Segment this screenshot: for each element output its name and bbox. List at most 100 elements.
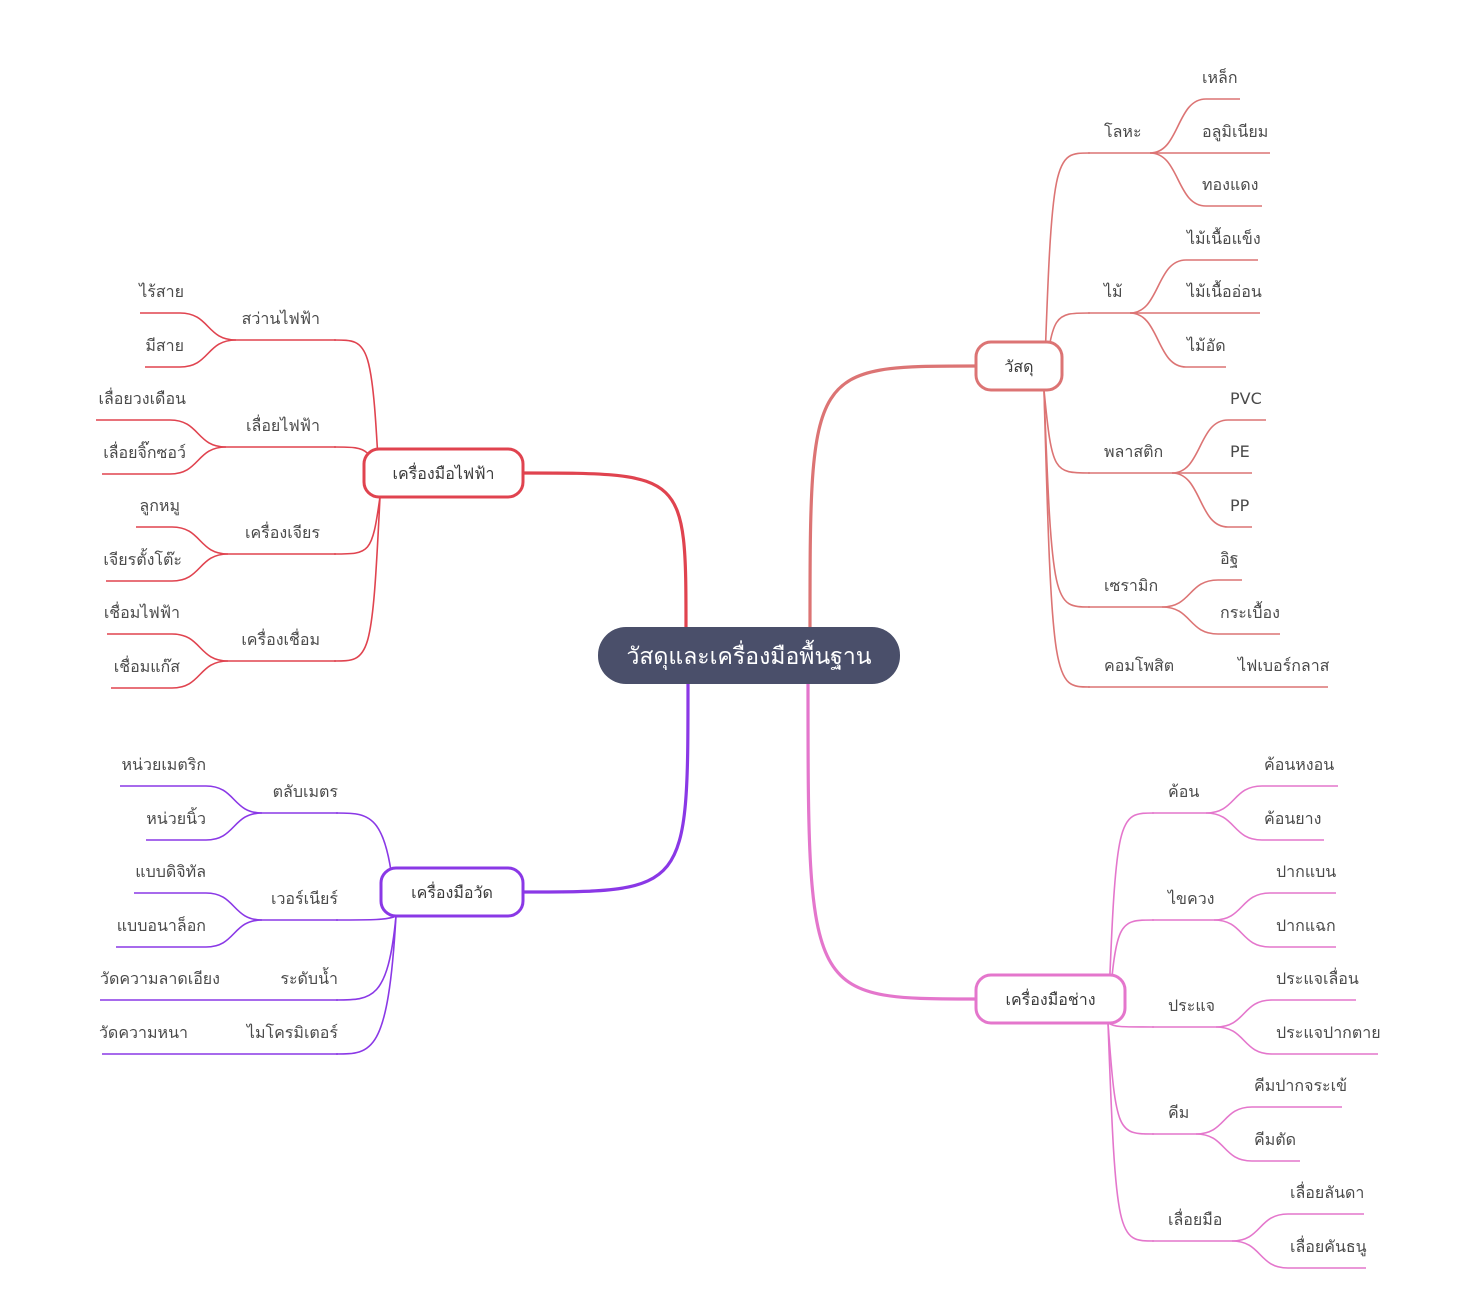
leaf-topic-label: ประแจปากตาย (1276, 1023, 1381, 1042)
leaf-topic-label: แบบดิจิทัล (135, 862, 206, 881)
leaf-link (1161, 606, 1280, 635)
leaf-link (1205, 812, 1324, 841)
leaf-link (1215, 1026, 1378, 1055)
sub-topic-label: พลาสติก (1104, 442, 1163, 461)
main-topic-box[interactable] (362, 447, 525, 499)
leaf-topic-label: เลื่อยวงเดือน (99, 387, 187, 408)
leaf-topic-label: เลื่อยคันธนู (1290, 1235, 1367, 1257)
sub-topic-label: โลหะ (1104, 122, 1142, 141)
branch-sub-link (335, 915, 397, 1055)
leaf-link (106, 553, 229, 582)
branch-sub-link (1107, 1022, 1155, 1135)
leaf-topic-label: คีมปากจระเข้ (1254, 1076, 1347, 1095)
leaf-topic-label: หน่วยเมตริก (121, 755, 206, 774)
leaf-topic-label: วัดความลาดเอียง (100, 969, 220, 988)
leaf-link (1231, 1240, 1366, 1269)
sub-topic-label: ไมโครมิเตอร์ (245, 1023, 339, 1042)
sub-topic-label: ประแจ (1168, 996, 1215, 1015)
sub-topic-label: ค้อน (1168, 782, 1199, 801)
leaf-topic-label: ลูกหมู (139, 496, 180, 516)
leaf-link (1195, 1106, 1342, 1135)
sub-topic-label: ไขควง (1166, 889, 1214, 908)
leaf-topic-label: หน่วยนิ้ว (146, 807, 206, 828)
leaf-link (1161, 579, 1242, 608)
sub-topic-label: ตลับเมตร (273, 782, 339, 801)
sub-topic-label: เครื่องเชื่อม (241, 628, 320, 649)
leaf-link (1171, 419, 1266, 474)
central-topic-label: วัสดุและเครื่องมือพื้นฐาน (627, 640, 872, 670)
leaf-link (136, 526, 229, 555)
leaf-topic-label: ไม้เนื้ออ่อน (1185, 280, 1262, 301)
branch-sub-link (333, 496, 381, 555)
leaf-topic-label: PVC (1230, 389, 1262, 408)
leaf-topic-label: เจียรตั้งโต๊ะ (103, 548, 182, 569)
sub-topic-label: เครื่องเจียร (245, 521, 320, 542)
leaf-link (1231, 1213, 1364, 1242)
leaf-link (107, 633, 229, 662)
main-topic-label: เครื่องมือไฟฟ้า (392, 462, 494, 483)
leaf-topic-label: อลูมิเนียม (1202, 122, 1268, 142)
leaf-link (1195, 1133, 1300, 1162)
leaf-topic-label: PE (1230, 442, 1250, 461)
leaf-topic-label: ค้อนหงอน (1264, 755, 1334, 774)
main-topic-box[interactable] (974, 973, 1127, 1025)
root-branch-link (808, 364, 977, 631)
sub-topic-label: เวอร์เนียร์ (271, 889, 338, 908)
leaf-topic-label: ไฟเบอร์กลาส (1236, 656, 1330, 675)
sub-topic-label: สว่านไฟฟ้า (242, 309, 320, 328)
branch-sub-link (1107, 812, 1155, 1024)
leaf-topic-label: กระเบื้อง (1220, 601, 1280, 622)
leaf-topic-label: เลื่อยลันดา (1290, 1181, 1364, 1202)
leaf-link (96, 419, 227, 448)
leaf-link (134, 892, 263, 921)
leaf-topic-label: ไม้อัด (1185, 336, 1226, 355)
sub-topic-label: เลื่อยไฟฟ้า (246, 414, 320, 435)
branch-sub-link (335, 915, 397, 921)
leaf-topic-label: ประแจเลื่อน (1276, 967, 1359, 988)
main-topic-label: วัสดุ (1004, 357, 1033, 377)
main-topic-box[interactable] (974, 340, 1064, 392)
branch-sub-link (1107, 1022, 1155, 1242)
branch-sub-link (333, 496, 381, 662)
leaf-topic-label: ปากแบน (1276, 862, 1336, 881)
leaf-link (1171, 472, 1252, 528)
leaf-topic-label: เชื่อมแก๊ส (114, 655, 180, 676)
leaf-topic-label: PP (1230, 496, 1250, 515)
main-topic-label: เครื่องมือช่าง (1006, 988, 1096, 1009)
branch-sub-link (1043, 389, 1091, 474)
branch-sub-link (1043, 389, 1091, 688)
branch-sub-link (335, 915, 397, 1001)
leaf-topic-label: วัดความหนา (99, 1023, 188, 1042)
root-branch-link (806, 682, 977, 1001)
leaf-link (145, 339, 237, 368)
leaf-link (1205, 785, 1338, 814)
leaf-link (111, 660, 229, 689)
leaf-link (1149, 152, 1262, 207)
leaf-topic-label: ไร้สาย (137, 282, 184, 301)
leaf-topic-label: อิฐ (1220, 549, 1238, 568)
leaf-link (120, 785, 263, 814)
central-topic-box[interactable] (598, 627, 900, 684)
main-topic-label: เครื่องมือวัด (411, 881, 493, 902)
sub-topic-label: คอมโพสิต (1104, 656, 1174, 675)
branch-sub-link (1043, 152, 1091, 391)
leaf-topic-label: เหล็ก (1202, 67, 1238, 87)
leaf-link (1149, 98, 1240, 154)
main-topic-box[interactable] (379, 866, 525, 918)
leaf-link (102, 446, 227, 475)
leaf-link (1213, 919, 1336, 948)
sub-topic-label: ระดับน้ำ (280, 967, 338, 988)
leaf-link (1213, 892, 1336, 921)
sub-topic-label: เลื่อยมือ (1168, 1208, 1222, 1229)
leaf-topic-label: มีสาย (145, 336, 184, 355)
leaf-link (140, 312, 237, 341)
leaf-topic-label: เลื่อยจิ๊กซอว์ (103, 441, 186, 462)
root-branch-link (522, 682, 690, 894)
sub-topic-label: คีม (1168, 1103, 1189, 1122)
leaf-topic-label: ปากแฉก (1276, 916, 1336, 935)
sub-topic-label: เซรามิก (1104, 576, 1158, 595)
leaf-topic-label: ทองแดง (1202, 175, 1258, 194)
leaf-link (116, 919, 263, 948)
